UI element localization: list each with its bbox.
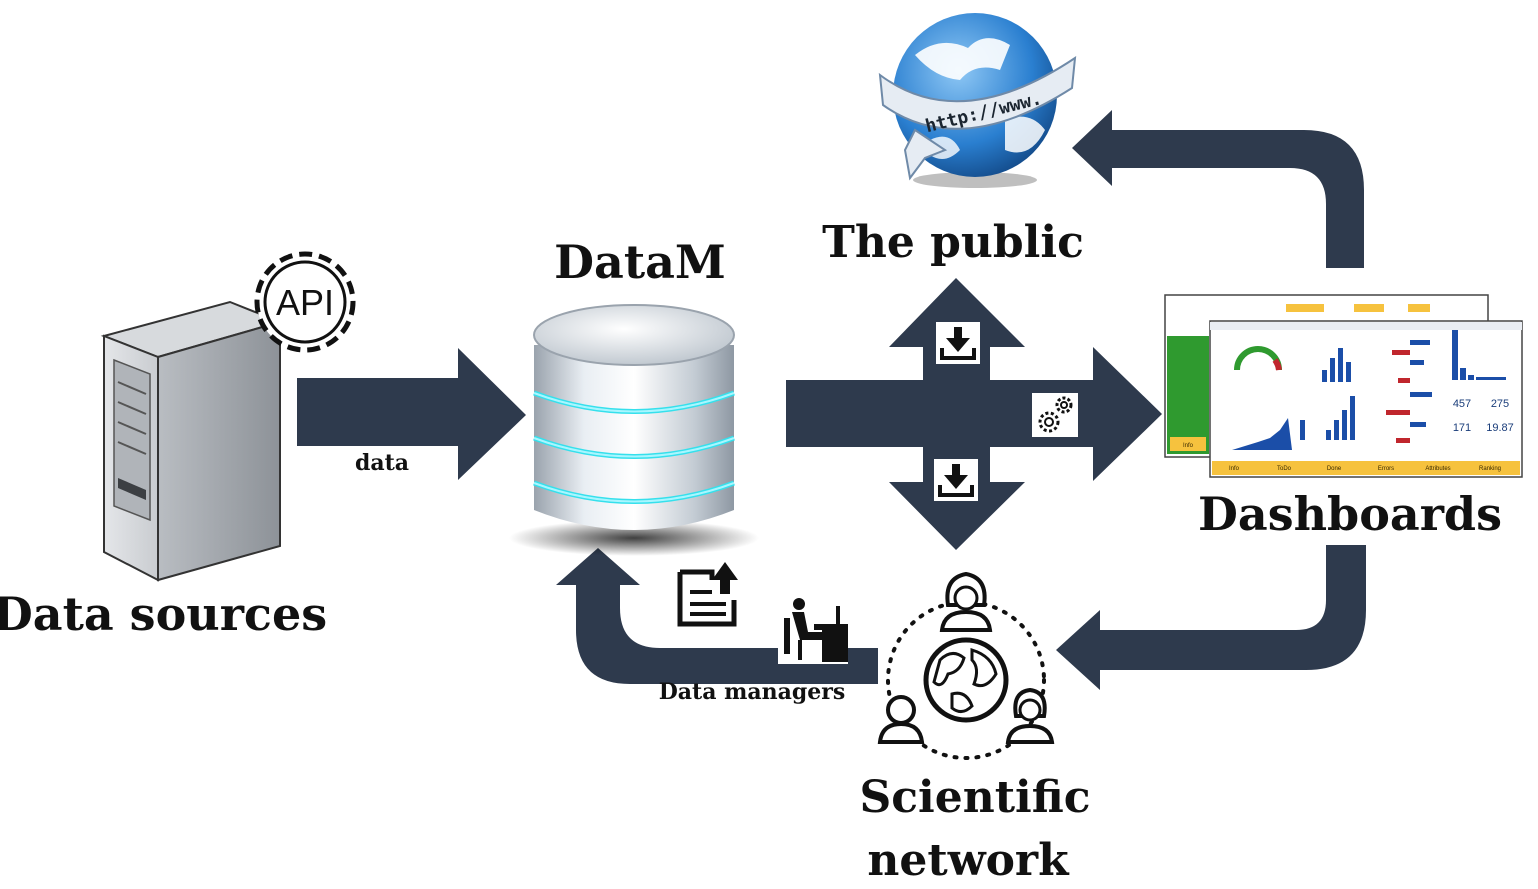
dashboards-label: Dashboards xyxy=(1198,487,1502,541)
data-arrow-label: data xyxy=(355,450,409,476)
dashboard-btn-attributes: Attributes xyxy=(1425,466,1450,472)
download-icon-lower xyxy=(934,459,978,501)
download-icon-upper xyxy=(936,322,980,364)
person-icon-top xyxy=(939,571,993,632)
dashboard-btn-info: Info xyxy=(1229,466,1240,472)
network-label-line1: Scientific xyxy=(859,772,1090,823)
dashboard-kpi-2: 275 xyxy=(1491,398,1509,410)
database-icon xyxy=(509,304,759,556)
dashboard-back-info-button xyxy=(1170,437,1206,451)
dashboard-screenshot: Info 457 275 171 xyxy=(1164,294,1523,478)
people-network-icon xyxy=(877,571,1055,760)
upload-document-icon xyxy=(672,560,742,632)
datam-label: DataM xyxy=(554,235,726,289)
dashboard-btn-done: Done xyxy=(1327,466,1342,472)
arrow-dashboards-to-network xyxy=(1056,545,1366,690)
gears-icon xyxy=(1032,393,1078,437)
data-managers-label: Data managers xyxy=(659,679,846,705)
arrow-dashboards-to-public xyxy=(1072,110,1364,268)
dashboard-btn-todo: ToDo xyxy=(1277,466,1292,472)
person-icon-left xyxy=(877,695,925,744)
arrow-data-sources-to-datam xyxy=(297,348,526,480)
globe-icon: http://www. xyxy=(878,13,1077,188)
dashboard-kpi-1: 457 xyxy=(1453,398,1471,410)
dashboard-back-info-label: Info xyxy=(1183,443,1194,449)
public-label: The public xyxy=(822,217,1084,268)
dashboard-kpi-4: 19.87 xyxy=(1486,422,1514,434)
dashboard-btn-errors: Errors xyxy=(1378,466,1394,472)
api-gear-icon: API xyxy=(254,251,356,353)
person-icon-right xyxy=(1005,687,1055,744)
dashboard-btn-ranking: Ranking xyxy=(1479,466,1501,472)
network-label-line2: network xyxy=(867,835,1070,886)
desk-worker-icon xyxy=(778,596,848,664)
api-label: API xyxy=(276,282,334,323)
data-sources-label: Data sources xyxy=(0,587,327,641)
dashboard-kpi-3: 171 xyxy=(1453,422,1471,434)
server-icon xyxy=(100,300,284,582)
